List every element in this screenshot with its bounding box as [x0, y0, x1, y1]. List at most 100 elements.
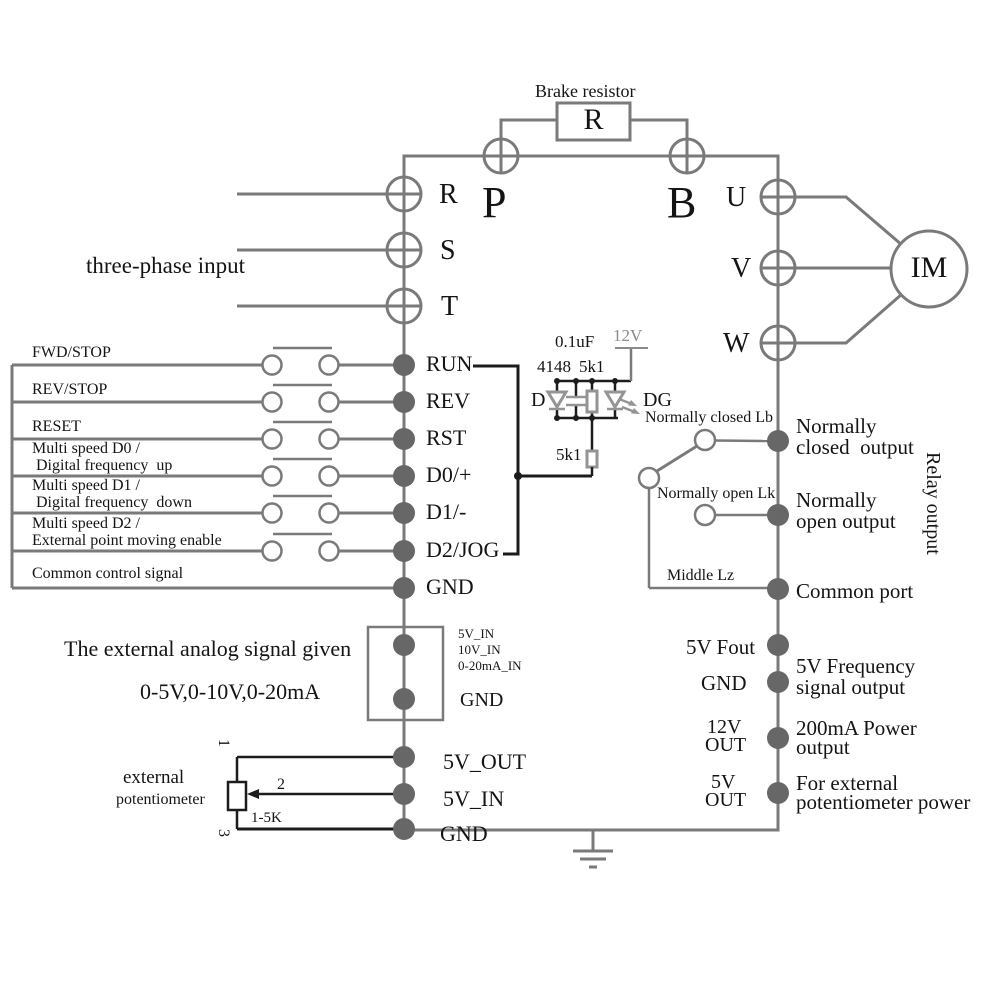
terminal-w-label: W: [723, 328, 750, 359]
analog-input-label-2: 10V_IN: [458, 642, 501, 657]
terminal-u-label: U: [726, 182, 747, 213]
motor-circle: [889, 229, 969, 309]
analog-range: 0-5V,0-10V,0-20mA: [140, 679, 321, 704]
terminal-5v-out: [393, 746, 415, 768]
control-label-d2-2: External point moving enable: [32, 532, 222, 549]
terminal-rst-label: RST: [426, 425, 467, 450]
relay-no-contact-label: Normally open Lk: [657, 485, 776, 502]
terminal-d0-label: D0/+: [426, 462, 472, 487]
relay-arm: [656, 444, 698, 473]
port-12v-label-1: 12V: [707, 716, 742, 738]
diode-part-label: 4148: [537, 357, 571, 376]
relay-no-output-label-2: open output: [796, 509, 896, 533]
relay-nc-output-label-2: closed output: [796, 435, 914, 459]
terminal-P: [482, 137, 520, 175]
resistor-symbol: [585, 449, 599, 469]
analog-input-box: [366, 625, 445, 722]
switch-rev-stop: [261, 391, 283, 413]
terminal-gnd-bottom: [393, 818, 415, 840]
control-label-d0-2: Digital frequency up: [32, 457, 173, 474]
relay-nc-contact-label: Normally closed Lb: [645, 409, 773, 426]
port-12v-desc-1: 200mA Power: [796, 716, 917, 740]
led-label: DG: [643, 389, 672, 411]
terminal-s-label: S: [440, 235, 456, 266]
right-terminals: [767, 430, 789, 804]
terminal-12v-out: [767, 727, 789, 749]
analog-input-label-3: 0-20mA_IN: [458, 658, 522, 673]
resistor-symbol: [585, 389, 599, 414]
pot-terminal-5v-in-label: 5V_IN: [443, 786, 505, 811]
terminal-S: [385, 231, 423, 269]
terminal-T: [385, 287, 423, 325]
brake-resistor-box: [555, 101, 632, 142]
control-input-wiring: [10, 346, 394, 590]
resistor1-value-label: 5k1: [579, 357, 605, 376]
terminal-5v-in: [393, 783, 415, 805]
run-jog-jumper: [473, 364, 592, 556]
control-label-rev: REV/STOP: [32, 381, 108, 398]
control-label-reset: RESET: [32, 418, 81, 435]
motor-wiring: [795, 195, 969, 345]
analog-title: The external analog signal given: [64, 636, 352, 661]
port-5v-fout-label: 5V Fout: [686, 635, 756, 659]
switch-d1: [261, 502, 283, 524]
led-arrow: [628, 400, 637, 406]
terminal-d1: [393, 502, 415, 524]
relay-no-output-label-1: Normally: [796, 488, 877, 512]
control-label-d0-1: Multi speed D0 /: [32, 440, 140, 457]
port-gnd-label: GND: [701, 671, 747, 695]
pot-value-label: 1-5K: [251, 810, 282, 826]
relay-no-contact: [693, 503, 717, 527]
control-label-fwd: FWD/STOP: [32, 344, 111, 361]
terminal-r-label: R: [439, 179, 458, 210]
terminal-no-output: [767, 504, 789, 526]
pot-pin3-label: 3: [215, 829, 232, 837]
terminal-B: [668, 137, 706, 175]
relay-wiring: [637, 428, 769, 590]
switch-d0: [261, 465, 283, 487]
analog-gnd-label: GND: [460, 689, 504, 711]
potentiometer-symbol: [226, 780, 248, 812]
control-label-d2-1: Multi speed D2 /: [32, 515, 140, 532]
terminal-analog-gnd: [393, 688, 415, 710]
ground-symbol: [573, 830, 613, 869]
terminal-d0: [393, 465, 415, 487]
relay-mid-contact-label: Middle Lz: [667, 567, 735, 584]
port-5v-label-2: OUT: [705, 789, 747, 811]
port-12v-desc-2: output: [796, 735, 850, 759]
port-12v-label-2: OUT: [705, 734, 747, 756]
terminal-t-label: T: [441, 291, 459, 322]
terminal-d1-label: D1/-: [426, 499, 467, 524]
pot-terminal-gnd-label: GND: [440, 821, 488, 846]
analog-input-label-1: 5V_IN: [458, 626, 495, 641]
switch-reset: [261, 428, 283, 450]
port-fout-desc-2: signal output: [796, 675, 906, 699]
terminal-run: [393, 354, 415, 376]
terminal-5v-fout: [767, 634, 789, 656]
terminal-rev-label: REV: [426, 388, 470, 413]
resistor2-value-label: 5k1: [556, 445, 582, 464]
port-5v-label-1: 5V: [711, 771, 736, 793]
relay-nc-contact: [693, 428, 717, 452]
diode-symbol: [545, 390, 569, 410]
pot-pin1-label: 1: [215, 739, 232, 747]
terminal-gnd-fout: [767, 671, 789, 693]
pot-terminal-5v-out-label: 5V_OUT: [443, 749, 527, 774]
capacitor-value-label: 0.1uF: [555, 332, 595, 351]
brake-resistor-wiring: [499, 101, 689, 142]
port-fout-desc-1: 5V Frequency: [796, 654, 916, 678]
three-phase-input-lines: [237, 192, 392, 308]
terminal-analog-in: [393, 634, 415, 656]
switch-d2: [261, 540, 283, 562]
brake-resistor-symbol: R: [583, 103, 604, 136]
terminal-5v-power: [767, 782, 789, 804]
terminal-rev: [393, 391, 415, 413]
pot-label-1: external: [123, 767, 185, 788]
terminal-gnd-label: GND: [426, 574, 474, 599]
terminal-rst: [393, 428, 415, 450]
terminal-d2-jog: [393, 540, 415, 562]
left-terminals: [393, 354, 415, 840]
terminal-run-label: RUN: [426, 351, 473, 376]
